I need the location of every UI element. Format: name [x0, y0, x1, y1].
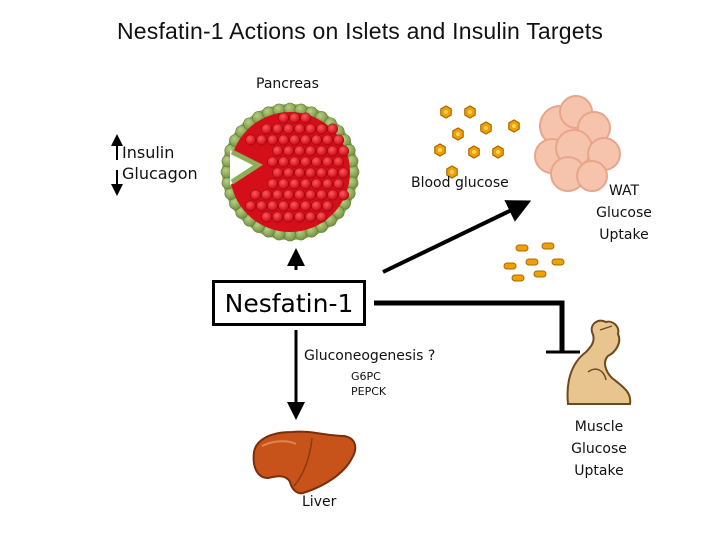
liver-label: Liver: [302, 494, 337, 510]
diagram-title: Nesfatin-1 Actions on Islets and Insulin…: [116, 18, 604, 44]
g6pc-label: G6PC: [351, 370, 381, 383]
glucagon-label: Glucagon: [122, 164, 198, 183]
muscle-label-line1: Muscle: [574, 419, 624, 435]
gluconeogenesis-label: Gluconeogenesis ?: [304, 348, 436, 364]
pancreatic-islet-icon: [220, 102, 360, 242]
glucose-capsules-icon: [503, 242, 565, 282]
nesfatin-to-wat-arrow: [382, 200, 532, 274]
glucose-molecules-icon: [434, 105, 520, 179]
muscle-label-line2: Glucose: [571, 441, 627, 457]
nesfatin-1-label: Nesfatin-1: [224, 288, 354, 318]
muscle-glucose-uptake-label: Muscle Glucose Uptake: [562, 416, 636, 482]
pepck-label: PEPCK: [351, 385, 387, 398]
insulin-label: Insulin: [122, 143, 175, 162]
nesfatin-to-muscle-line: [374, 300, 565, 352]
wat-label-line2: Glucose: [596, 205, 652, 221]
wat-label-line1: WAT: [608, 183, 640, 199]
muscle-label-line3: Uptake: [574, 463, 624, 479]
nesfatin-1-box: Nesfatin-1: [212, 280, 366, 326]
fat-cells-icon: [534, 95, 621, 192]
blood-glucose-label: Blood glucose: [411, 175, 509, 191]
flexed-arm-muscle-icon: [566, 319, 632, 405]
liver-icon: [252, 430, 357, 495]
wat-label-line3: Uptake: [599, 227, 649, 243]
wat-glucose-uptake-label: WAT Glucose Uptake: [588, 180, 660, 246]
pancreas-label: Pancreas: [256, 76, 319, 92]
